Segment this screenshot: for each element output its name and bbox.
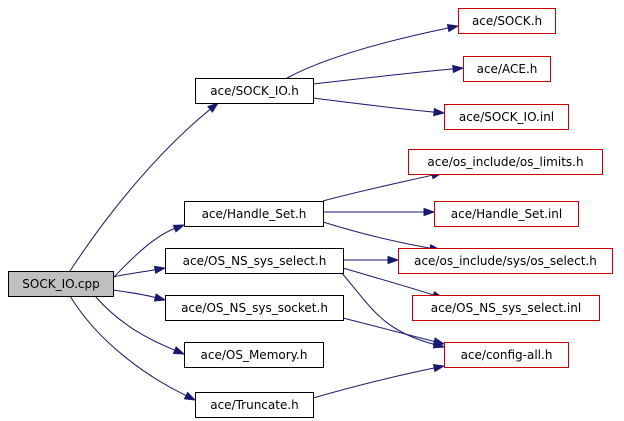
node-config-all-h[interactable]: ace/config-all.h: [444, 342, 569, 368]
edge-line: [112, 228, 175, 279]
node-os-select-h[interactable]: ace/os_include/sys/os_select.h: [398, 248, 613, 274]
edge-line: [112, 289, 156, 298]
node-sock-io-inl[interactable]: ace/SOCK_IO.inl: [444, 104, 569, 130]
edge-line: [322, 221, 431, 249]
edge-truncate_h-to-config_all_h: [312, 364, 446, 399]
edge-arrowhead: [207, 102, 220, 113]
node-label: ace/os_include/sys/os_select.h: [414, 254, 597, 268]
edge-line: [112, 269, 156, 278]
node-box: [165, 295, 344, 321]
edge-arrowhead: [433, 107, 446, 117]
node-sock-h[interactable]: ace/SOCK.h: [458, 8, 556, 34]
edge-os_ns_sys_socket_h-to-config_all_h: [342, 317, 446, 346]
node-label: ace/config-all.h: [461, 348, 553, 362]
edge-line: [94, 295, 175, 351]
node-box: [444, 104, 569, 130]
edge-arrowhead: [172, 224, 186, 233]
edge-line: [69, 295, 187, 397]
node-label: ace/os_include/os_limits.h: [427, 155, 583, 169]
node-ace-h[interactable]: ace/ACE.h: [463, 56, 551, 82]
edge-sock_io_cpp-to-os_memory_h: [94, 295, 186, 355]
node-sock-io-h[interactable]: ace/SOCK_IO.h: [195, 78, 314, 104]
edge-sock_io_cpp-to-sock_io_h: [69, 102, 220, 272]
edge-line: [339, 270, 435, 345]
node-label: ace/Handle_Set.h: [202, 207, 307, 221]
node-box: [458, 8, 556, 34]
edge-arrowhead: [423, 207, 436, 217]
node-box: [184, 201, 324, 227]
node-label: ace/Handle_Set.inl: [451, 207, 563, 221]
node-box: [184, 342, 324, 368]
node-box: [434, 201, 579, 227]
edge-handle_set_h-to-os_select_h: [322, 221, 442, 253]
node-handle-set-inl[interactable]: ace/Handle_Set.inl: [434, 201, 579, 227]
edge-line: [69, 108, 211, 272]
edge-sock_io_cpp-to-os_ns_sys_socket_h: [112, 289, 167, 302]
edge-arrowhead: [387, 255, 400, 265]
node-box: [408, 149, 603, 175]
edges-layer: [69, 24, 465, 401]
edge-line: [312, 367, 435, 399]
edge-arrowhead: [452, 64, 465, 74]
node-box: [444, 342, 569, 368]
node-box: [8, 271, 114, 297]
edge-line: [312, 68, 454, 85]
edge-handle_set_h-to-handle_set_inl: [323, 207, 436, 217]
edge-arrowhead: [183, 391, 197, 401]
node-os-limits-h[interactable]: ace/os_include/os_limits.h: [408, 149, 603, 175]
node-label: ace/SOCK.h: [472, 14, 542, 28]
edge-line: [342, 267, 434, 296]
node-label: SOCK_IO.cpp: [22, 277, 99, 291]
edge-sock_io_cpp-to-os_ns_sys_select_h: [112, 265, 167, 278]
nodes-layer: SOCK_IO.cpp ace/SOCK_IO.h ace/Handle_Set.h…: [8, 8, 613, 418]
node-label: ace/SOCK_IO.inl: [459, 110, 554, 124]
edge-arrowhead: [172, 346, 186, 355]
edge-sock_io_h-to-sock_h: [286, 24, 460, 79]
edge-line: [322, 174, 433, 202]
edge-line: [342, 317, 435, 342]
edge-arrowhead: [153, 265, 167, 274]
node-handle-set-h[interactable]: ace/Handle_Set.h: [184, 201, 324, 227]
node-os-ns-sys-select-inl[interactable]: ace/OS_NS_sys_select.inl: [412, 295, 600, 321]
node-os-ns-sys-select-h[interactable]: ace/OS_NS_sys_select.h: [165, 248, 344, 274]
node-os-ns-sys-socket-h[interactable]: ace/OS_NS_sys_socket.h: [165, 295, 344, 321]
node-box: [195, 78, 314, 104]
node-truncate-h[interactable]: ace/Truncate.h: [195, 392, 314, 418]
node-box: [195, 392, 314, 418]
node-box: [398, 248, 613, 274]
node-label: ace/SOCK_IO.h: [210, 84, 299, 98]
node-label: ace/Truncate.h: [210, 398, 299, 412]
edge-handle_set_h-to-os_limits_h: [322, 171, 444, 202]
node-label: ace/ACE.h: [477, 62, 538, 76]
edge-os_ns_sys_select_h-to-os_select_h: [343, 255, 400, 265]
node-box: [412, 295, 600, 321]
edge-arrowhead: [432, 364, 446, 373]
edge-sock_io_h-to-sock_io_inl: [312, 97, 446, 117]
edge-arrowhead: [446, 24, 460, 33]
edge-arrowhead: [153, 293, 167, 302]
node-label: ace/OS_NS_sys_socket.h: [181, 301, 328, 315]
node-os-memory-h[interactable]: ace/OS_Memory.h: [184, 342, 324, 368]
node-box: [165, 248, 344, 274]
node-box: [463, 56, 551, 82]
node-sock-io-cpp: SOCK_IO.cpp: [8, 271, 114, 297]
node-label: ace/OS_NS_sys_select.h: [183, 254, 327, 268]
edge-sock_io_cpp-to-handle_set_h: [112, 224, 186, 279]
edge-sock_io_h-to-ace_h: [312, 64, 465, 85]
edge-line: [286, 27, 449, 79]
edge-line: [312, 97, 435, 113]
node-label: ace/OS_Memory.h: [201, 348, 308, 362]
edge-sock_io_cpp-to-truncate_h: [69, 295, 197, 401]
edge-arrowhead: [432, 337, 446, 346]
node-label: ace/OS_NS_sys_select.inl: [431, 301, 581, 315]
